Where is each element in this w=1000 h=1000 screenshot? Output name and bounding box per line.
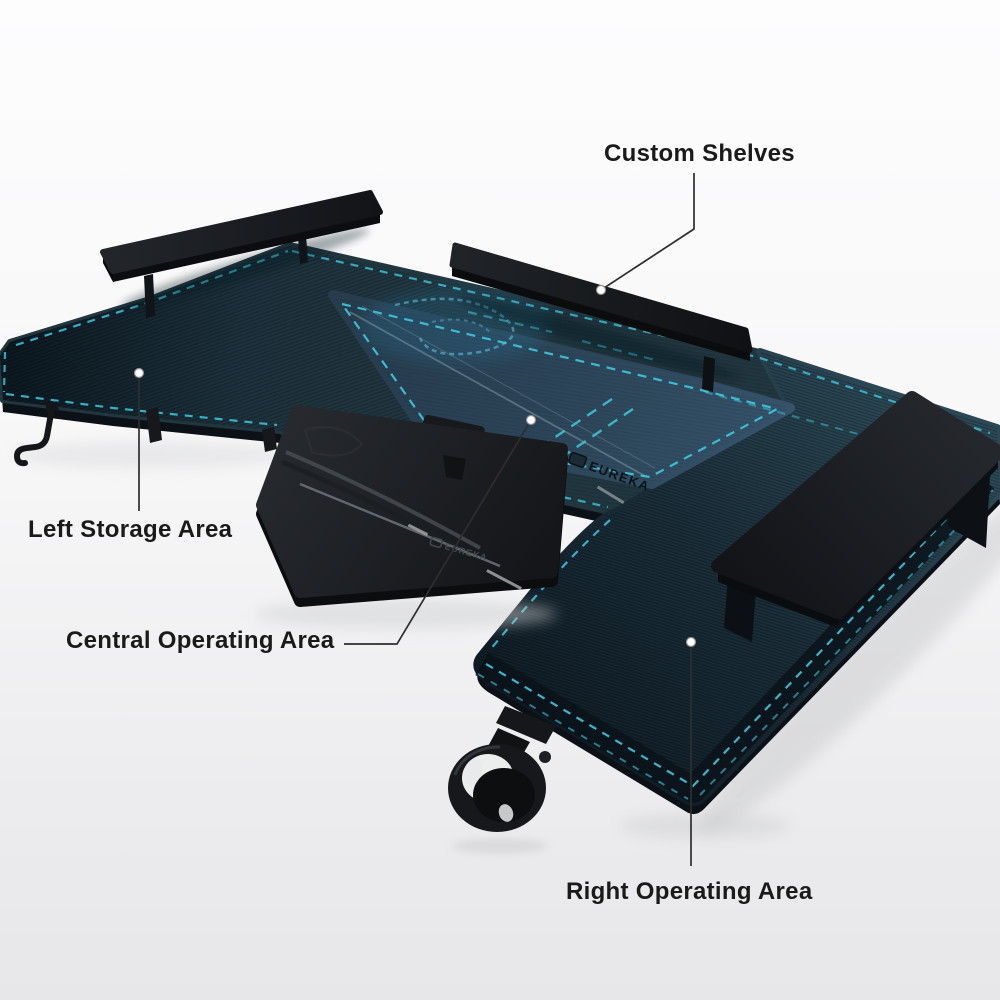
- leader-lines: [138, 173, 695, 866]
- label-right-operating-area: Right Operating Area: [566, 878, 813, 905]
- stitched-edge-band: [475, 471, 995, 803]
- wrist-rest-ridge: [285, 450, 481, 550]
- shelf-leg: [144, 274, 155, 318]
- cup-holder: [448, 706, 556, 854]
- label-central-operating-area: Central Operating Area: [66, 627, 335, 654]
- anchor-dot-custom-shelves: [595, 284, 607, 296]
- anchor-dot-left-storage: [133, 367, 145, 379]
- edge-bracket: [146, 407, 162, 443]
- glow-emblem: [394, 297, 515, 356]
- tray-pinstripe: [299, 482, 501, 568]
- custom-shelf: [449, 242, 753, 392]
- shelf-leg: [298, 235, 308, 264]
- label-left-storage-area: Left Storage Area: [28, 516, 233, 543]
- anchor-dot-right-operating: [685, 636, 697, 648]
- right-monitor-shelf: [711, 391, 1000, 642]
- leader-line-custom-shelves: [600, 173, 695, 291]
- edge-bracket: [262, 427, 277, 452]
- tray-arm: [443, 455, 466, 480]
- leader-line-central-operating: [344, 419, 532, 645]
- headphone-hook: [13, 401, 59, 467]
- floor-shadows: [10, 441, 1000, 839]
- anchor-dots: [133, 284, 697, 648]
- shelf-leg: [702, 356, 715, 392]
- pinstripe: [349, 311, 646, 477]
- cup-holder-clamp: [496, 706, 556, 744]
- anchor-dot-central-operating: [525, 414, 537, 426]
- label-custom-shelves: Custom Shelves: [604, 140, 795, 167]
- left-monitor-shelf: [100, 190, 383, 318]
- keyboard-tray: EUREKA: [253, 405, 568, 629]
